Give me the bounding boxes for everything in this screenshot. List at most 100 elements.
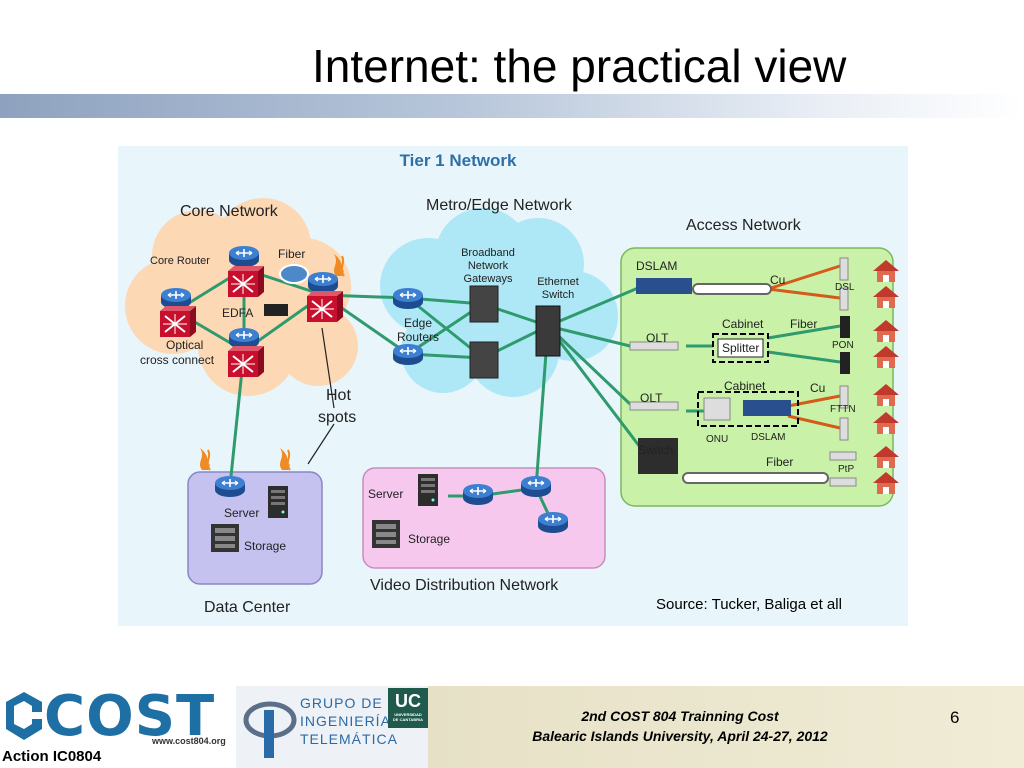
olt-label: OLT (640, 391, 663, 405)
gateways-label-line2: Network (468, 260, 509, 272)
core-router-icon (160, 287, 192, 310)
server-icon (418, 474, 438, 506)
core-router-icon (307, 271, 339, 294)
core-router-label: Core Router (150, 255, 210, 267)
ethernet-label-line2: Switch (542, 289, 574, 301)
onu-icon (703, 397, 731, 421)
core-router-icon (228, 327, 260, 350)
video-distribution-box (362, 467, 606, 569)
gateways-label-line3: Gateways (464, 273, 513, 285)
cabinet-label: Cabinet (722, 317, 764, 331)
cabinet-label: Cabinet (724, 379, 766, 393)
dslam-icon (636, 278, 692, 294)
group-name: GRUPO DE INGENIERÍA TELEMÁTICA (300, 694, 398, 748)
storage-icon (211, 524, 239, 552)
crossconnect-icon (227, 265, 265, 298)
crossconnect-icon (306, 290, 344, 323)
edge-router-icon (392, 343, 424, 366)
access-network-label: Access Network (686, 217, 802, 234)
edfa-icon (264, 304, 288, 316)
edfa-label: EDFA (222, 306, 253, 320)
uc-subtitle-line2: DE CANTABRIA (392, 717, 424, 722)
network-diagram: Tier 1 Network Core Network Core Router … (118, 146, 908, 626)
fiber-label: Fiber (278, 247, 305, 261)
datacenter-router-icon (214, 475, 246, 498)
gateways-label-line1: Broadband (461, 247, 515, 259)
uc-subtitle-line1: UNIVERSIDAD (394, 712, 422, 717)
uc-subtitle: UNIVERSIDAD DE CANTABRIA (388, 712, 428, 722)
data-center-box (187, 471, 323, 585)
storage-label: Storage (408, 532, 450, 546)
git-logo: GRUPO DE INGENIERÍA TELEMÁTICA UC UNIVER… (236, 686, 428, 768)
fiber-label: Fiber (790, 317, 817, 331)
video-distribution-label: Video Distribution Network (370, 577, 559, 594)
metro-edge-label: Metro/Edge Network (426, 197, 573, 214)
switch-icon (638, 438, 678, 474)
storage-label: Storage (244, 539, 286, 553)
video-router-icon (537, 511, 569, 534)
source-citation: Source: Tucker, Baliga et all (656, 596, 842, 613)
ptp-label: PtP (838, 464, 854, 475)
olt-label: OLT (646, 331, 669, 345)
video-router-icon (520, 475, 552, 498)
onu-label: ONU (706, 434, 728, 445)
optical-label: Optical (166, 338, 203, 352)
server-label: Server (368, 487, 403, 501)
cabinet-frame (712, 333, 769, 363)
cabinet-frame (697, 391, 799, 427)
cost-logo-mark-icon (6, 692, 42, 740)
event-line2: Balearic Islands University, April 24-27… (532, 728, 828, 744)
hotspot-pointer (307, 423, 335, 465)
ethernet-switch-icon (535, 305, 561, 357)
cu-label: Cu (770, 273, 785, 287)
slide-footer: 2nd COST 804 Trainning Cost Balearic Isl… (0, 684, 1024, 768)
cross-connect-label: cross connect (140, 353, 215, 367)
gateway-icon (469, 285, 499, 323)
dslam-icon (743, 400, 791, 416)
pon-label: PON (832, 340, 854, 351)
fiber-tubes (682, 283, 829, 484)
uc-badge-text: UC (395, 691, 421, 711)
server-label: Server (224, 506, 259, 520)
group-name-line1: GRUPO DE (300, 695, 383, 711)
metro-edge-cloud (380, 208, 618, 397)
dslam-label: DSLAM (751, 432, 785, 443)
switch-label: Switch (638, 443, 673, 457)
core-network-label: Core Network (180, 203, 279, 220)
gateway-icon (469, 341, 499, 379)
olt-icon (629, 341, 679, 351)
splitter-label: Splitter (722, 341, 759, 355)
olt-icon (629, 401, 679, 411)
crossconnect-icon (159, 305, 197, 338)
server-icon (268, 486, 288, 518)
cost-word: COST (44, 684, 216, 749)
fiber-spool-icon (279, 264, 309, 284)
edge-routers-label-line1: Edge (404, 316, 432, 330)
event-info: 2nd COST 804 Trainning Cost Balearic Isl… (470, 706, 890, 746)
cost-logo: COST www.cost804.org Action IC0804 (0, 684, 236, 768)
edge-router-icon (392, 287, 424, 310)
hotspot-pointer (321, 327, 335, 409)
tier1-label: Tier 1 Network (400, 151, 517, 170)
footer-band (428, 686, 1024, 768)
core-router-icon (228, 245, 260, 268)
group-name-line3: TELEMÁTICA (300, 731, 398, 747)
event-line1: 2nd COST 804 Trainning Cost (581, 708, 779, 724)
storage-icon (372, 520, 400, 548)
slide-title: Internet: the practical view (312, 40, 847, 92)
dsl-label: DSL (835, 282, 855, 293)
page-number: 6 (950, 708, 960, 727)
crossconnect-icon (227, 345, 265, 378)
title-band (0, 94, 1024, 118)
cost-url: www.cost804.org (152, 736, 226, 746)
edge-routers-label-line2: Routers (397, 330, 439, 344)
access-network-box (620, 247, 894, 507)
group-name-line2: INGENIERÍA (300, 713, 391, 729)
git-logo-mark-icon (243, 701, 297, 758)
uc-badge: UC UNIVERSIDAD DE CANTABRIA (388, 688, 428, 728)
copper-links (767, 264, 841, 430)
cu-label: Cu (810, 381, 825, 395)
ethernet-label-line1: Ethernet (537, 276, 579, 288)
hot-label: Hot (326, 387, 351, 404)
data-center-label: Data Center (204, 599, 291, 616)
